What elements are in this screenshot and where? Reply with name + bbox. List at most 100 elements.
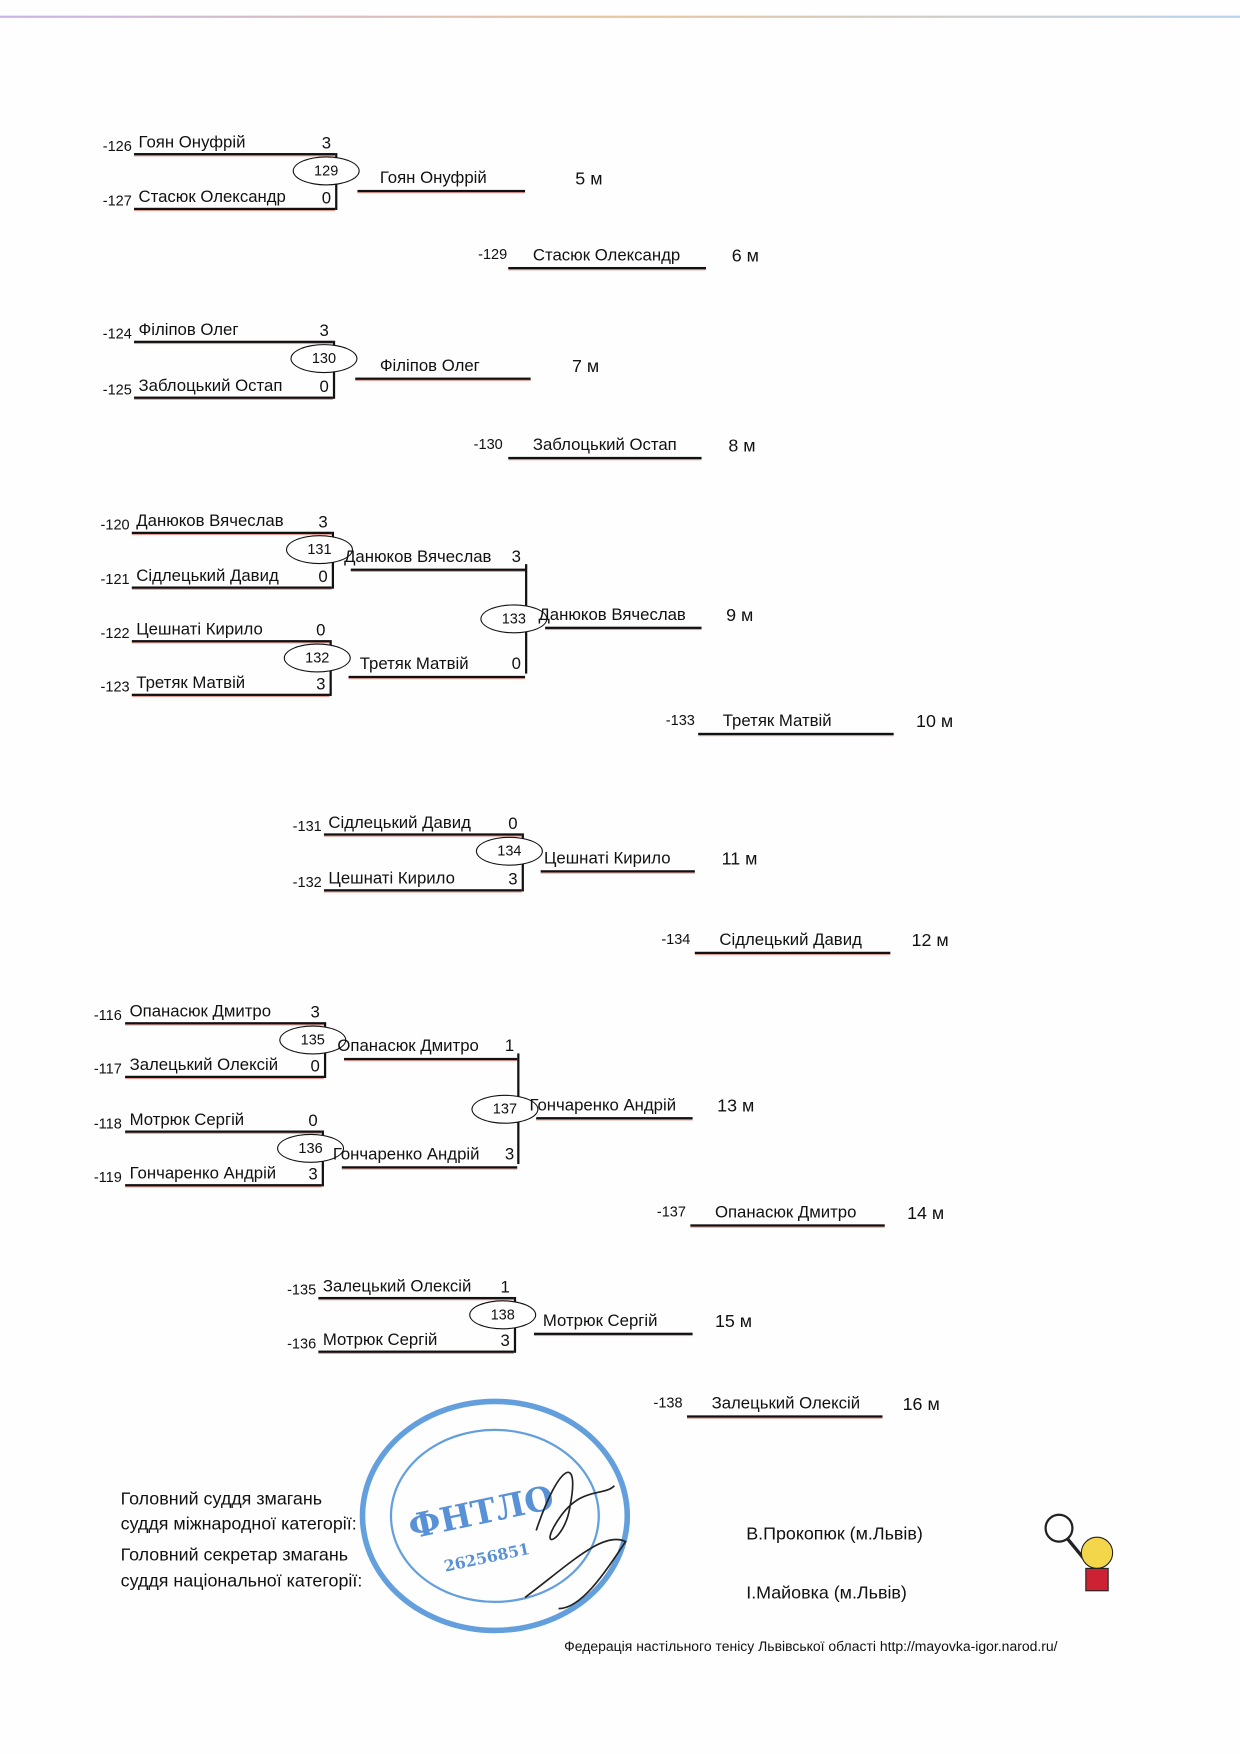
- seed-label: -124: [102, 325, 132, 342]
- player-name: Залецький Олексій: [129, 1055, 279, 1075]
- seed-label: -121: [100, 570, 130, 588]
- winner-name: Опанасюк Дмитро: [337, 1036, 479, 1056]
- player-name: Данюков Вячеслав: [136, 511, 284, 531]
- winner-line: [540, 870, 695, 873]
- seed-label: -136: [287, 1334, 317, 1352]
- tennis-mascot-icon: [1044, 1513, 1114, 1592]
- winner-name: Данюков Вячеслав: [344, 546, 492, 566]
- set-score: 1: [500, 1277, 510, 1297]
- loser-name: Стасюк Олександр: [532, 245, 681, 265]
- place-label: 14 м: [907, 1204, 945, 1224]
- loser-name: Залецький Олексій: [711, 1394, 861, 1414]
- loser-name: Опанасюк Дмитро: [714, 1203, 857, 1223]
- winner-name: Гончаренко Андрій: [529, 1095, 677, 1115]
- winner-name: Цешнаті Кирило: [544, 848, 671, 868]
- set-score: 0: [508, 814, 518, 834]
- winner-line: [355, 377, 531, 380]
- winner-name: Гоян Онуфрій: [379, 168, 487, 188]
- place-label: 7 м: [571, 357, 600, 377]
- player-name: Сідлецький Давид: [328, 813, 471, 833]
- entry-line: [125, 1130, 322, 1133]
- match-number-oval: 138: [469, 1300, 537, 1330]
- winner-score: 3: [511, 546, 521, 566]
- seed-label: -131: [292, 817, 322, 835]
- winner-line: [533, 1332, 693, 1335]
- loser-seed: -133: [665, 711, 695, 729]
- winner-name: Гончаренко Андрій: [332, 1145, 480, 1165]
- match-number-oval: 137: [471, 1094, 539, 1124]
- winner-line: [350, 568, 526, 571]
- winner-name: Третяк Матвій: [359, 654, 469, 674]
- player-name: Цешнаті Кирило: [136, 619, 263, 639]
- entry-line: [323, 833, 522, 836]
- winner-score: 0: [511, 654, 521, 674]
- set-score: 3: [500, 1331, 510, 1351]
- judge-title-1: Головний суддя змагань: [120, 1490, 323, 1510]
- set-score: 3: [318, 512, 328, 532]
- entry-line: [131, 586, 332, 589]
- entry-line: [134, 340, 333, 343]
- player-name: Філіпов Олег: [138, 320, 239, 340]
- set-score: 3: [321, 134, 332, 154]
- set-score: 3: [319, 321, 329, 341]
- player-name: Гоян Онуфрій: [138, 132, 246, 152]
- entry-line: [131, 693, 330, 696]
- seed-label: -135: [287, 1281, 317, 1299]
- winner-line: [348, 675, 526, 679]
- loser-seed: -134: [661, 930, 691, 948]
- player-name: Мотрюк Сергій: [322, 1330, 438, 1350]
- winner-score: 1: [504, 1036, 515, 1056]
- winner-line: [344, 1057, 518, 1061]
- match-number-oval: 135: [279, 1025, 347, 1055]
- set-score: 3: [508, 870, 518, 890]
- loser-line: [508, 456, 702, 460]
- secretary-title-1: Головний секретар змагань: [120, 1546, 349, 1566]
- set-score: 0: [308, 1111, 318, 1131]
- player-name: Цешнаті Кирило: [328, 869, 455, 889]
- loser-line: [698, 732, 894, 736]
- seed-label: -122: [100, 624, 130, 642]
- match-number-oval: 131: [285, 535, 354, 565]
- seed-label: -118: [93, 1114, 122, 1132]
- player-name: Опанасюк Дмитро: [129, 1002, 272, 1022]
- match-number-oval: 132: [283, 643, 351, 673]
- place-label: 16 м: [902, 1395, 940, 1415]
- set-score: 0: [319, 377, 329, 397]
- player-name: Сідлецький Давид: [136, 566, 279, 586]
- set-score: 0: [318, 567, 328, 587]
- loser-seed: -137: [656, 1203, 686, 1220]
- place-label: 5 м: [575, 169, 603, 189]
- player-name: Стасюк Олександр: [138, 187, 286, 207]
- entry-line: [318, 1350, 514, 1353]
- player-name: Мотрюк Сергій: [129, 1110, 245, 1130]
- entry-line: [134, 207, 336, 211]
- entry-line: [134, 153, 336, 156]
- set-score: 0: [310, 1056, 320, 1076]
- player-name: Гончаренко Андрій: [129, 1164, 277, 1184]
- set-score: 3: [310, 1003, 320, 1023]
- player-name: Залецький Олексій: [322, 1276, 472, 1296]
- set-score: 3: [316, 674, 326, 694]
- entry-line: [125, 1184, 322, 1187]
- place-label: 11 м: [721, 850, 758, 870]
- entry-line: [134, 396, 333, 399]
- entry-line: [131, 531, 332, 534]
- entry-line: [323, 889, 522, 892]
- player-name: Заблоцький Остап: [138, 376, 283, 396]
- place-label: 8 м: [728, 436, 756, 456]
- winner-line: [536, 1116, 693, 1119]
- seed-label: -126: [102, 137, 132, 155]
- official-stamp: ФНТЛО 26256851: [359, 1398, 631, 1634]
- loser-name: Сідлецький Давид: [719, 930, 862, 950]
- winner-name: Данюков Вячеслав: [538, 605, 686, 625]
- winner-name: Філіпов Олег: [379, 356, 480, 376]
- federation-footer: Федерація настільного тенісу Львівської …: [564, 1638, 1058, 1655]
- secretary-name: І.Майовка (м.Львів): [746, 1584, 907, 1604]
- match-number-oval: 133: [480, 604, 548, 634]
- winner-score: 3: [504, 1145, 515, 1165]
- winner-line: [357, 189, 526, 192]
- loser-name: Заблоцький Остап: [532, 435, 677, 455]
- loser-line: [690, 1224, 885, 1227]
- judge-title-2: суддя міжнародної категорії:: [120, 1514, 357, 1534]
